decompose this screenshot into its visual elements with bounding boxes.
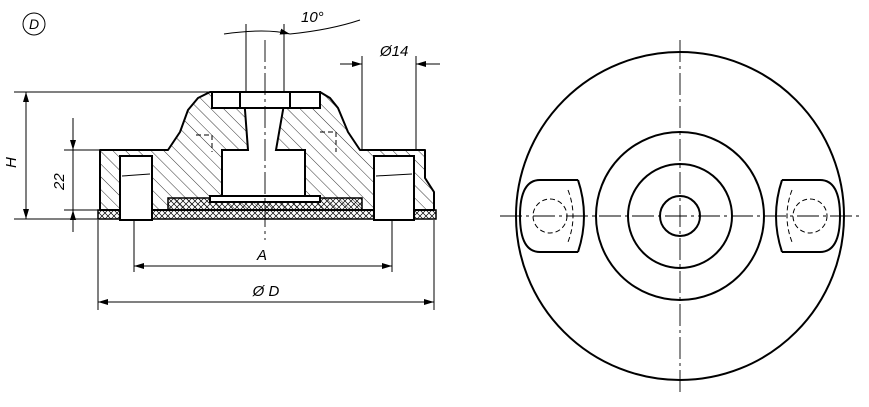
view-marker: D	[22, 12, 46, 36]
view-marker-label: D	[29, 16, 39, 32]
top-insert	[211, 91, 321, 109]
angle-label: 10°	[301, 9, 324, 26]
dimension-height: H	[3, 91, 210, 220]
height-label: H	[3, 157, 20, 168]
dimension-hole: Ø14	[340, 43, 440, 150]
d-label: Ø D	[252, 283, 280, 300]
dimension-angle: 10°	[223, 9, 361, 92]
left-pocket	[119, 155, 153, 221]
hole-dia-label: Ø14	[379, 43, 408, 60]
right-pocket	[373, 155, 415, 221]
step-label: 22	[51, 173, 68, 191]
section-view	[97, 40, 437, 240]
dimension-a: A	[133, 220, 393, 272]
top-view	[500, 40, 860, 395]
a-label: A	[256, 247, 267, 264]
dimension-step: 22	[51, 118, 100, 232]
dimension-d: Ø D	[97, 220, 435, 310]
